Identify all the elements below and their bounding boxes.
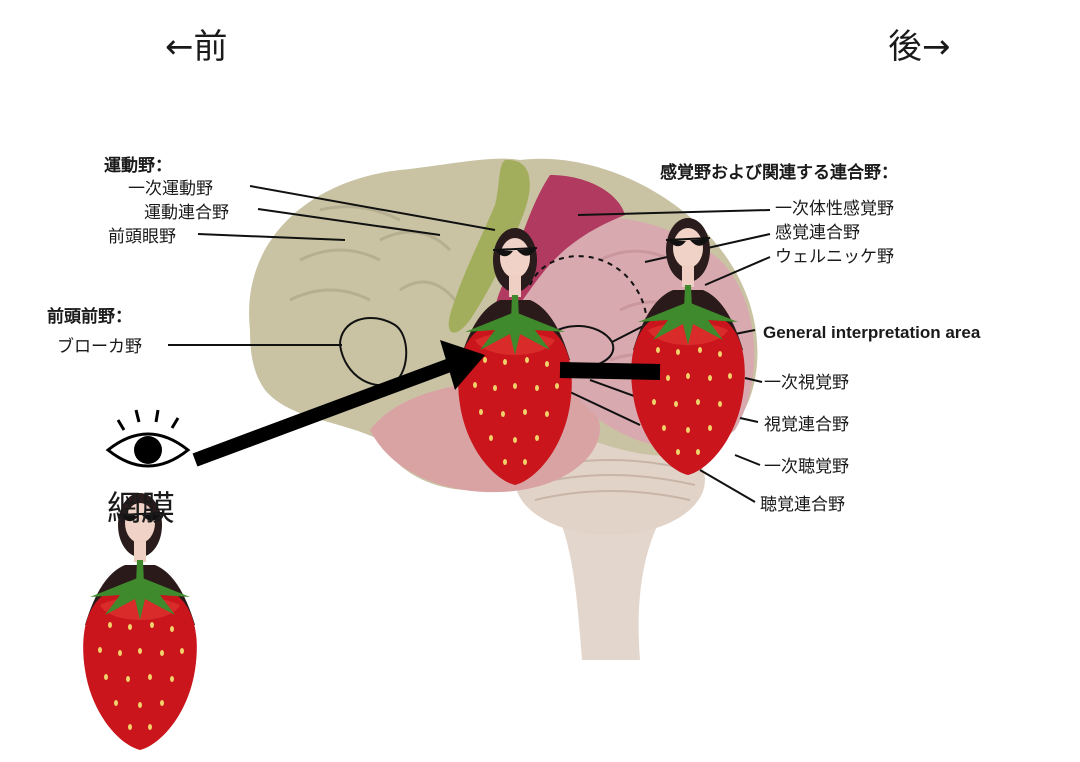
label-wernicke: ウェルニッケ野 bbox=[775, 247, 894, 267]
label-primary-auditory: 一次聴覚野 bbox=[764, 457, 849, 477]
motor-heading: 運動野： bbox=[104, 155, 172, 176]
label-motor-association: 運動連合野 bbox=[144, 203, 229, 223]
retina-label: 網膜 bbox=[107, 489, 175, 529]
label-broca: ブローカ野 bbox=[57, 336, 142, 357]
label-general-interpretation: General interpretation area bbox=[763, 323, 981, 342]
label-sensory-association: 感覚連合野 bbox=[775, 223, 860, 243]
label-primary-motor: 一次運動野 bbox=[128, 179, 213, 199]
visual-path-arrow bbox=[192, 340, 661, 467]
sensory-heading: 感覚野および関連する連合野： bbox=[660, 162, 898, 183]
front-direction-label: ←前 bbox=[165, 27, 228, 67]
eye-icon bbox=[105, 409, 191, 468]
label-frontal-eye: 前頭眼野 bbox=[108, 227, 176, 247]
label-primary-visual: 一次視覚野 bbox=[764, 373, 849, 393]
label-auditory-association: 聴覚連合野 bbox=[760, 495, 845, 515]
label-primary-somatosensory: 一次体性感覚野 bbox=[775, 199, 894, 219]
back-direction-label: 後→ bbox=[888, 27, 951, 67]
strawberry-figure-icon bbox=[82, 492, 198, 751]
prefrontal-heading: 前頭前野： bbox=[47, 306, 132, 327]
label-visual-association: 視覚連合野 bbox=[764, 415, 849, 435]
